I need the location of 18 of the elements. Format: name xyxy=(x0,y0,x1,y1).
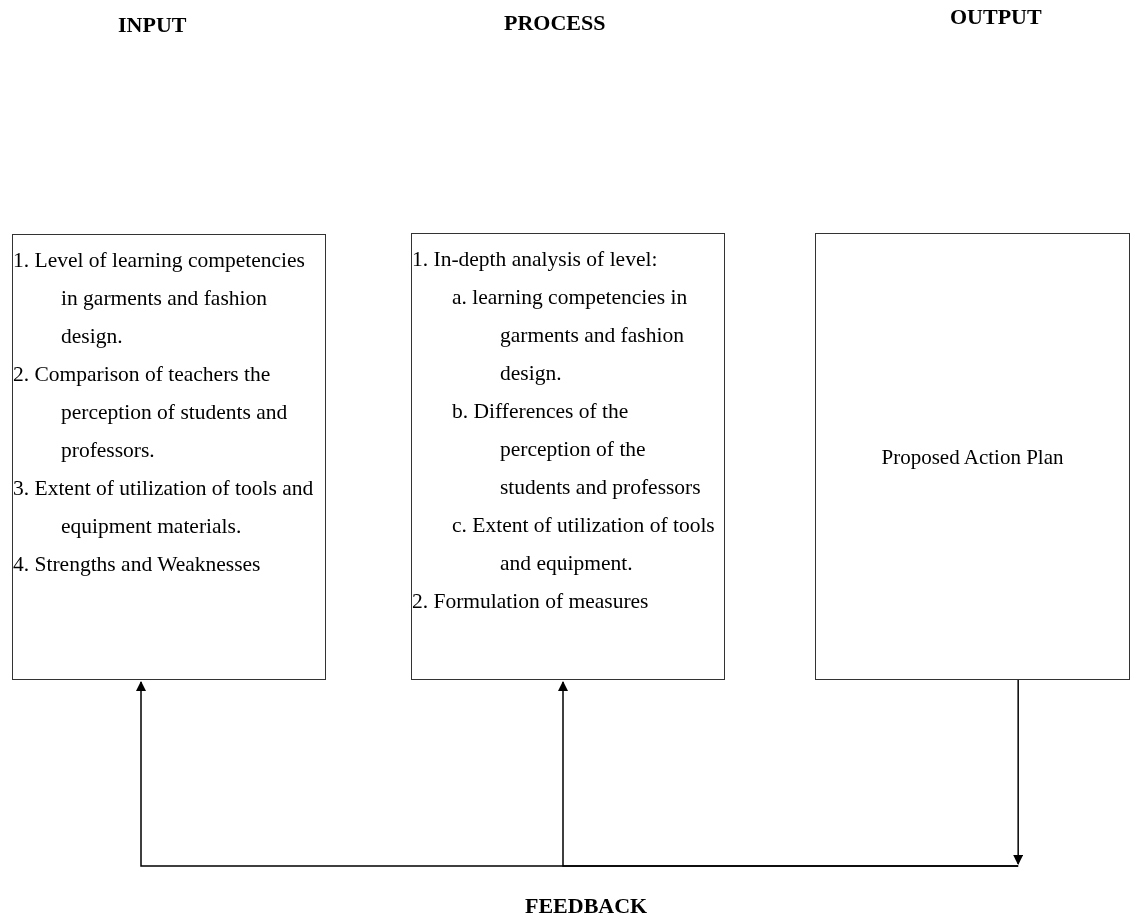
list-item: 4. Strengths and Weaknesses xyxy=(13,551,262,578)
feedback-arrow xyxy=(558,681,1019,867)
list-box xyxy=(411,233,725,680)
output-text: Proposed Action Plan xyxy=(880,444,1065,469)
output-box xyxy=(815,233,1130,680)
list-item: 2. Formulation of measures xyxy=(412,588,650,615)
feedback-arrow xyxy=(1013,679,1024,865)
list-item: 1. In-depth analysis of level: xyxy=(412,246,659,273)
list-item: 2. Comparison of teachers the perception of students and professors. xyxy=(13,361,289,464)
list-box xyxy=(12,234,326,680)
list-item: c. Extent of utilization of tools and equipment. xyxy=(451,512,716,577)
list-item: 3. Extent of utilization of tools and equipment materials. xyxy=(13,475,315,540)
list-item: 1. Level of learning competencies in garments and fashion design. xyxy=(13,247,306,350)
column-heading: OUTPUT xyxy=(950,4,1042,30)
loop-label: FEEDBACK xyxy=(525,893,648,918)
list-item: a. learning competencies in garments and fashion design. xyxy=(451,284,689,387)
column-heading: INPUT xyxy=(118,12,187,38)
column-heading: PROCESS xyxy=(504,10,606,36)
